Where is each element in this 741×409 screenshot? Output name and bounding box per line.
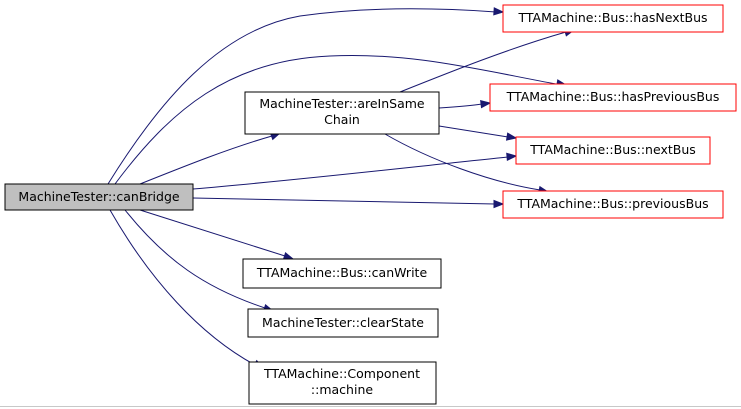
- node-can-bridge[interactable]: MachineTester::canBridge: [4, 183, 194, 211]
- node-has-next-bus[interactable]: TTAMachine::Bus::hasNextBus: [502, 4, 724, 33]
- edge-line: [384, 133, 541, 191]
- edge-can-bridge-to-has-next-bus: [107, 7, 505, 185]
- edge-can-bridge-to-previous-bus: [192, 197, 505, 209]
- edge-line: [399, 31, 567, 93]
- arrowhead: [493, 199, 505, 209]
- node-label: TTAMachine::Bus::canWrite: [256, 265, 428, 280]
- arrowhead: [506, 152, 518, 162]
- node-label-line-1: TTAMachine::Component: [263, 366, 420, 381]
- node-component-machine[interactable]: TTAMachine::Component ::machine: [248, 361, 437, 405]
- node-label: TTAMachine::Bus::previousBus: [516, 196, 708, 211]
- node-label-line-2: ::machine: [311, 382, 373, 397]
- node-label: MachineTester::canBridge: [18, 189, 179, 204]
- node-clear-state[interactable]: MachineTester::clearState: [247, 308, 439, 338]
- arrowhead: [480, 99, 492, 109]
- node-can-write[interactable]: TTAMachine::Bus::canWrite: [242, 258, 442, 289]
- edge-can-bridge-to-next-bus: [192, 152, 518, 190]
- edge-can-bridge-to-are-in-same-chain: [139, 132, 282, 185]
- node-label-line-1: MachineTester::areInSame: [259, 96, 425, 111]
- edge-line: [438, 103, 483, 109]
- edge-line: [124, 209, 266, 309]
- edge-are-in-same-chain-to-has-previous-bus: [438, 99, 492, 109]
- edge-line: [438, 125, 509, 138]
- node-label: TTAMachine::Bus::hasNextBus: [517, 10, 707, 25]
- edge-line: [192, 156, 509, 190]
- edge-line: [139, 135, 273, 185]
- edge-are-in-same-chain-to-next-bus: [438, 125, 518, 141]
- node-has-previous-bus[interactable]: TTAMachine::Bus::hasPreviousBus: [489, 83, 737, 112]
- bottom-border: [0, 406, 741, 407]
- node-label: MachineTester::clearState: [262, 315, 424, 330]
- edge-can-bridge-to-component-machine: [109, 209, 265, 369]
- arrowhead: [505, 132, 518, 141]
- node-label: TTAMachine::Bus::hasPreviousBus: [506, 89, 720, 104]
- edge-line: [139, 209, 286, 257]
- node-label: TTAMachine::Bus::nextBus: [529, 142, 696, 157]
- node-label-line-2: Chain: [324, 112, 360, 127]
- edge-can-bridge-to-can-write: [139, 209, 295, 261]
- node-previous-bus[interactable]: TTAMachine::Bus::previousBus: [502, 190, 724, 219]
- edge-line: [192, 197, 496, 205]
- edge-line: [109, 209, 256, 366]
- node-next-bus[interactable]: TTAMachine::Bus::nextBus: [515, 136, 711, 165]
- node-are-in-same-chain[interactable]: MachineTester::areInSame Chain: [244, 91, 440, 135]
- edge-line: [107, 8, 497, 185]
- edge-line: [114, 54, 557, 185]
- arrowhead: [493, 7, 505, 16]
